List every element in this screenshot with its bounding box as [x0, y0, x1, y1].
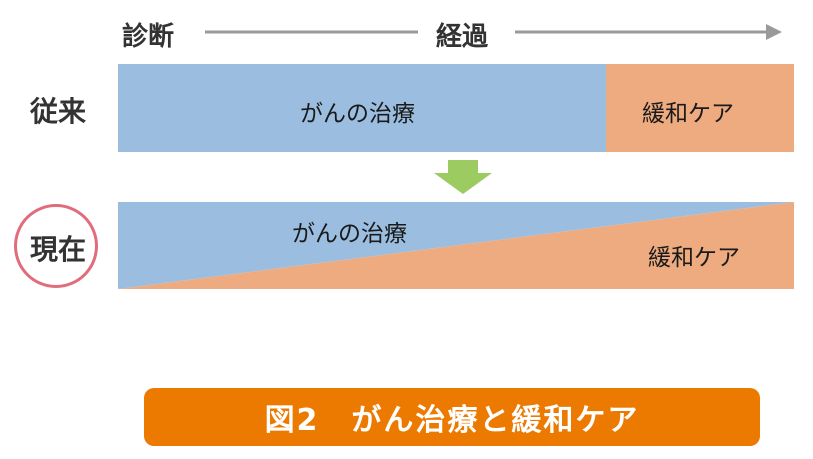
conventional-row-label: 従来: [30, 95, 87, 128]
diagnosis-label: 診断: [122, 22, 175, 52]
figure-caption-text: 図2 がん治療と緩和ケア: [264, 403, 640, 438]
conventional-treatment-label: がんの治療: [300, 101, 415, 127]
progress-label: 経過: [436, 22, 489, 52]
conventional-palliative-segment: [606, 64, 794, 152]
down-arrow-shape: [434, 160, 492, 194]
current-row-circle: [14, 204, 98, 288]
conventional-palliative-label: 緩和ケア: [642, 101, 734, 127]
current-row-label: 現在: [30, 233, 87, 266]
current-palliative-label: 緩和ケア: [648, 245, 740, 271]
current-palliative-area: [118, 202, 794, 289]
conventional-bar: がんの治療 緩和ケア: [118, 64, 794, 152]
current-bar: [118, 202, 794, 289]
timeline-arrow: [205, 24, 782, 40]
current-treatment-label: がんの治療: [292, 221, 407, 247]
down-arrow-icon: [434, 160, 492, 194]
conventional-treatment-segment: [118, 64, 606, 152]
timeline-arrowhead: [766, 24, 782, 40]
figure-caption: 図2 がん治療と緩和ケア: [144, 388, 760, 446]
